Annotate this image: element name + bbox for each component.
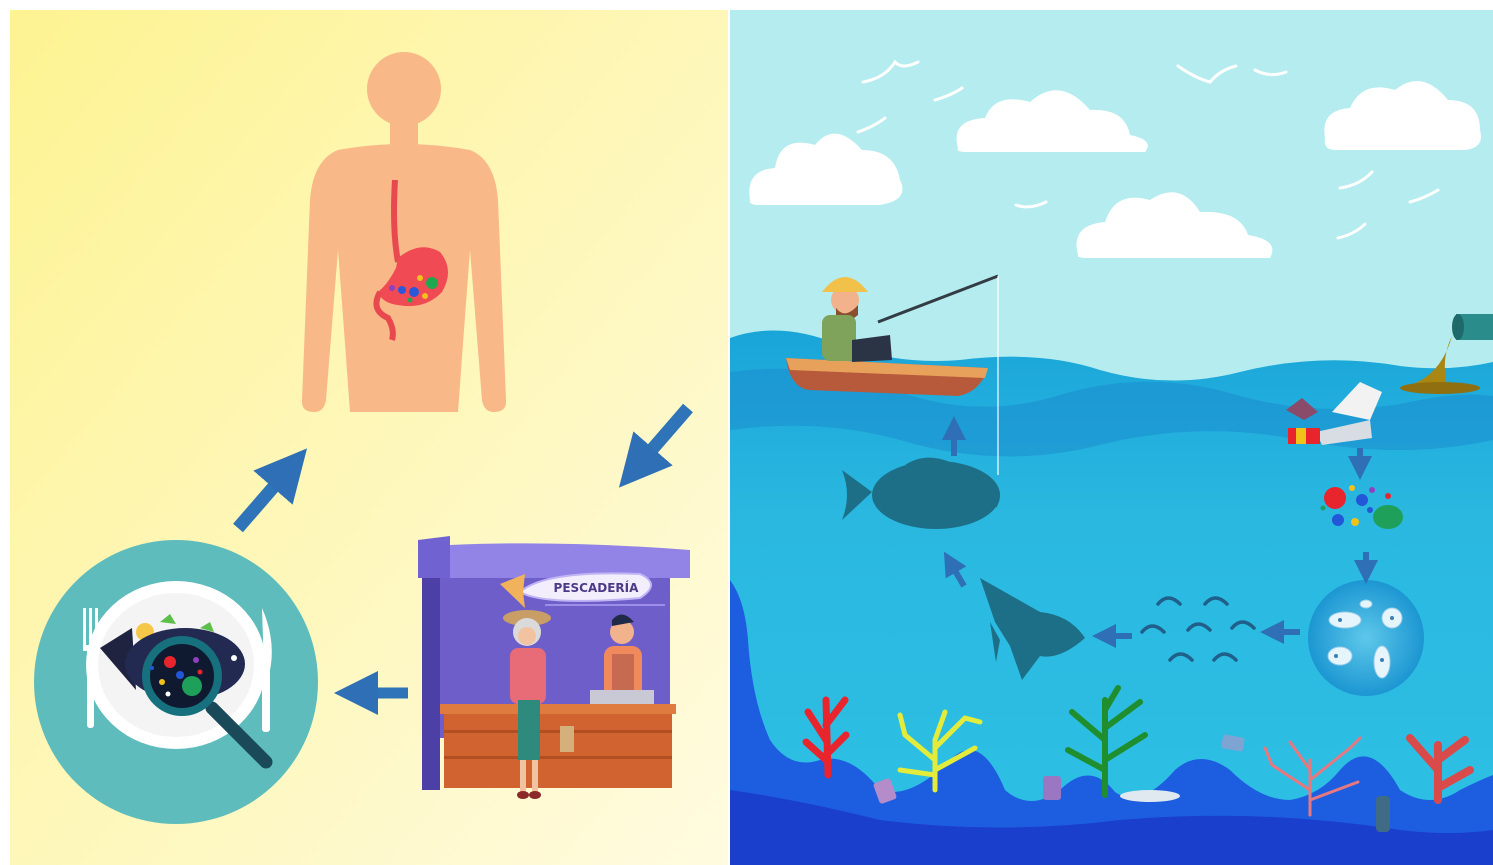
left-panel: PESCADERÍA (10, 10, 728, 865)
fish-market-stall-icon: PESCADERÍA (418, 536, 690, 799)
plankton-icon (1308, 580, 1424, 696)
right-panel (730, 10, 1493, 865)
stall-sign-text: PESCADERÍA (554, 580, 640, 595)
